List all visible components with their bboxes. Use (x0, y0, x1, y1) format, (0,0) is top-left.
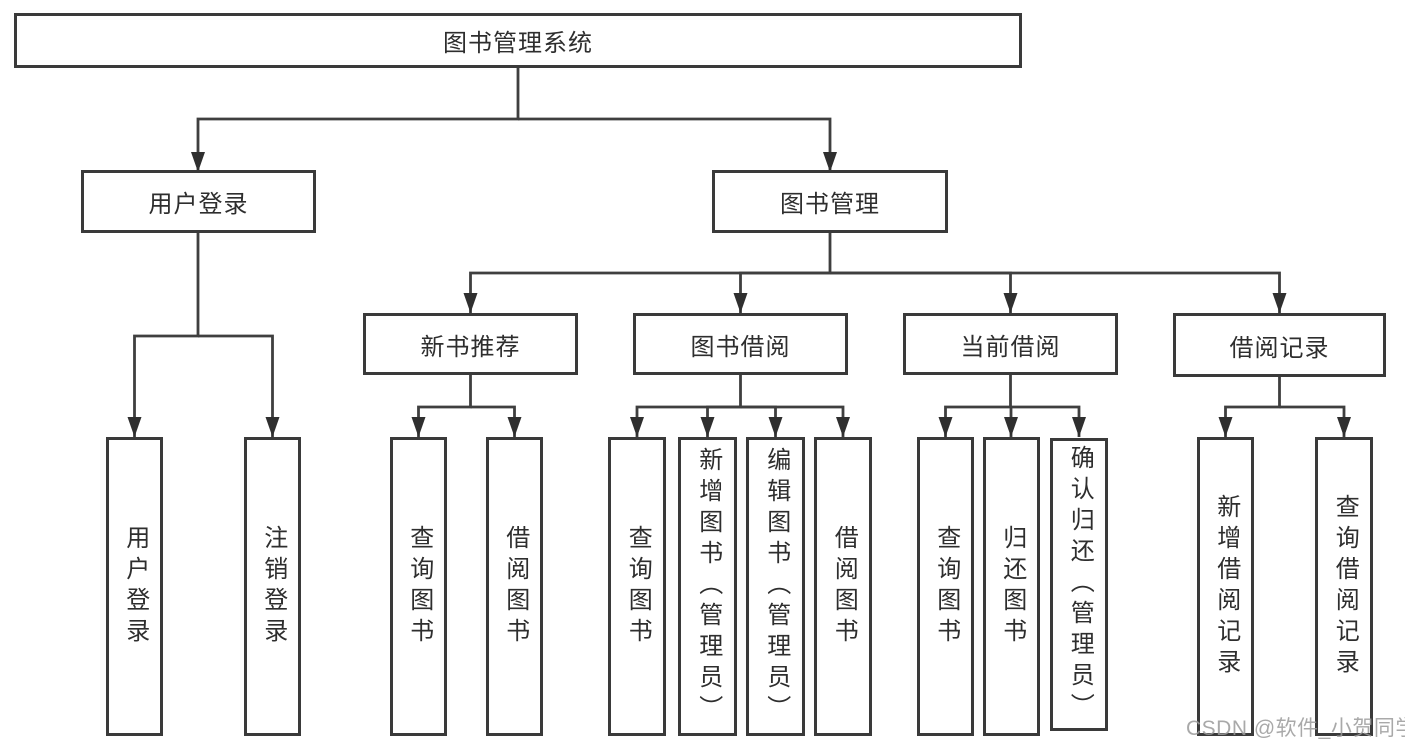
node-label: 注销登录 (259, 524, 287, 649)
leaf-borrow-borrow-books: 借阅图书 (814, 437, 872, 736)
leaf-borrow-add-books: 新增图书（管理员） (678, 437, 737, 736)
node-label: 确认归还（管理员） (1066, 445, 1094, 724)
node-current-borrow: 当前借阅 (903, 313, 1118, 375)
node-book-borrow: 图书借阅 (633, 313, 848, 375)
node-label: 新书推荐 (420, 333, 521, 361)
node-label: 查询图书 (405, 524, 433, 649)
node-label: 图书借阅 (690, 333, 791, 361)
node-label: 查询图书 (624, 524, 652, 649)
connector (470, 405, 522, 437)
node-book-management: 图书管理 (712, 170, 948, 233)
connector (830, 271, 1287, 313)
connector (733, 271, 830, 313)
connector (830, 271, 1018, 313)
node-label: 查询借阅记录 (1331, 493, 1359, 680)
node-root: 图书管理系统 (14, 13, 1022, 68)
node-label: 图书管理 (780, 191, 880, 218)
connector (740, 405, 850, 437)
node-label: 借阅图书 (501, 524, 529, 649)
leaf-records-add-record: 新增借阅记录 (1197, 437, 1254, 736)
connector (518, 117, 837, 172)
node-label: 新增图书（管理员） (694, 447, 722, 726)
leaf-logout: 注销登录 (244, 437, 301, 736)
node-label: 借阅记录 (1229, 334, 1330, 362)
leaf-current-confirm-return: 确认归还（管理员） (1050, 438, 1108, 731)
connector (1010, 405, 1086, 437)
leaf-recommend-query-books: 查询图书 (390, 437, 447, 736)
node-label: 新增借阅记录 (1212, 493, 1240, 680)
node-label: 图书管理系统 (443, 30, 593, 57)
connector (1218, 377, 1281, 437)
leaf-user-login: 用户登录 (106, 437, 163, 736)
node-label: 借阅图书 (830, 524, 858, 649)
node-label: 查询图书 (932, 524, 960, 649)
connector (700, 405, 741, 437)
node-user-login: 用户登录 (81, 170, 316, 233)
leaf-records-query-record: 查询借阅记录 (1315, 437, 1373, 736)
node-label: 归还图书 (998, 524, 1026, 649)
connector (938, 375, 1012, 437)
connector (191, 68, 520, 172)
node-label: 用户登录 (121, 524, 149, 649)
connector (411, 375, 472, 437)
node-new-book-recommend: 新书推荐 (363, 313, 578, 375)
leaf-current-query-books: 查询图书 (917, 437, 974, 736)
connector (198, 334, 280, 437)
leaf-current-return-books: 归还图书 (983, 437, 1040, 736)
node-label: 编辑图书（管理员） (762, 447, 790, 726)
connector (740, 405, 783, 437)
node-label: 当前借阅 (960, 333, 1061, 361)
connector (1279, 405, 1351, 437)
node-label: 用户登录 (148, 191, 249, 218)
leaf-recommend-borrow-books: 借阅图书 (486, 437, 543, 736)
leaf-borrow-query-books: 查询图书 (608, 437, 666, 736)
connector (463, 233, 832, 313)
connector (127, 233, 200, 437)
connector (630, 375, 742, 437)
leaf-borrow-edit-books: 编辑图书（管理员） (746, 437, 805, 736)
node-borrow-records: 借阅记录 (1173, 313, 1386, 377)
csdn-watermark: CSDN @软件_小贺同学 (1186, 717, 1405, 740)
